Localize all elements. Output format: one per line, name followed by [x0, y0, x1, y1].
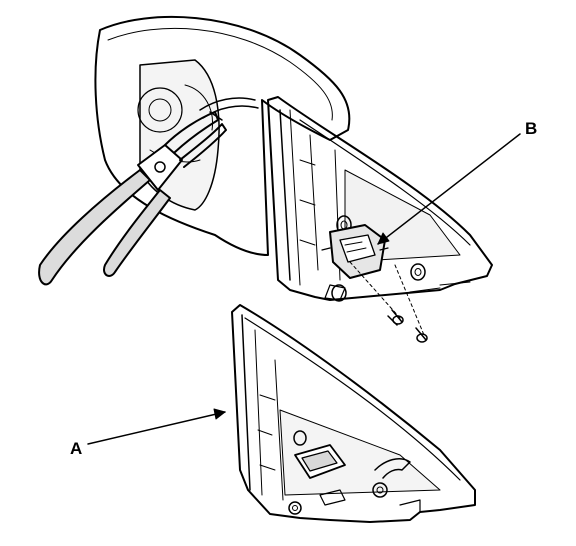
mounting-stud-right: [410, 263, 426, 281]
mirror-housing: [94, 15, 351, 256]
callout-label-a: A: [70, 439, 83, 458]
inner-cover-panel: [231, 304, 476, 523]
leader-line-a: [87, 408, 226, 445]
pliers-icon: [38, 111, 227, 286]
callout-label-b: B: [525, 119, 538, 138]
screw-icon: [349, 261, 428, 343]
leader-line-b: [377, 133, 521, 245]
connector-icon: [321, 224, 389, 279]
mounting-stud-lower-left: [331, 284, 347, 302]
